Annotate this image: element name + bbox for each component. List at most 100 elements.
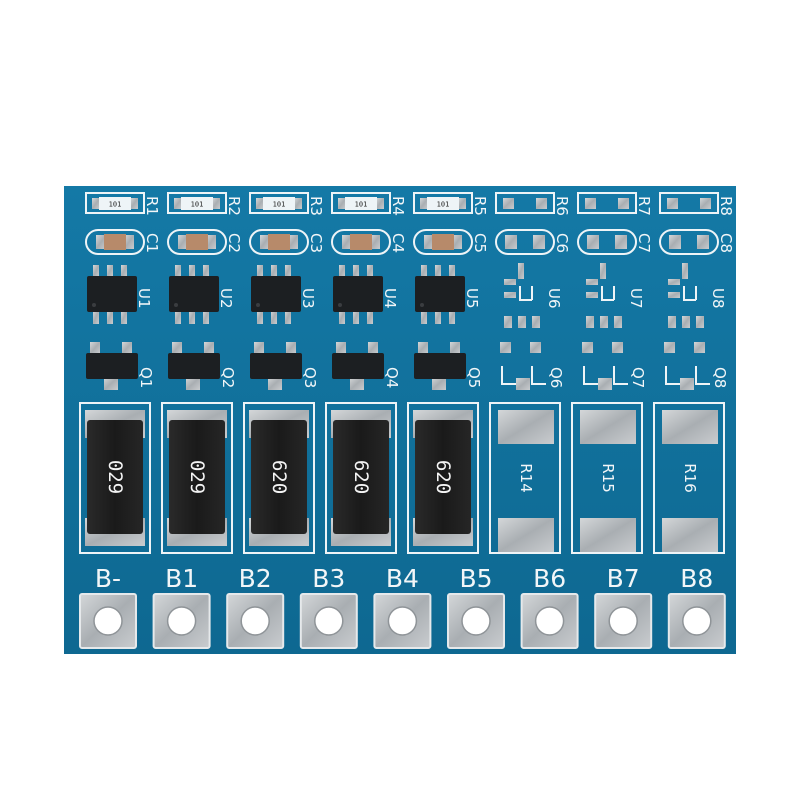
terminal-hole (682, 607, 711, 635)
resistor-pad (174, 198, 182, 209)
mosfet-pin (186, 377, 200, 390)
resistor-ref: R2 (225, 196, 243, 216)
ic-pin (93, 310, 99, 324)
ic-outline (683, 286, 696, 301)
mosfet-pin (350, 377, 364, 390)
terminal-pad-rim (226, 593, 285, 649)
shunt-outline (489, 402, 561, 554)
ic-ref: U3 (299, 288, 317, 309)
resistor-pad (700, 198, 711, 209)
ic-pad (504, 316, 512, 328)
resistor-outline (167, 192, 227, 214)
shunt-body (87, 420, 143, 534)
capacitor-pad (697, 235, 709, 249)
resistor-code: 101 (109, 201, 122, 209)
capacitor-pad (96, 235, 106, 249)
resistor-code: 101 (191, 201, 204, 209)
ic-pin (203, 265, 209, 277)
ic-pad (504, 292, 516, 298)
terminal-hole-rim (461, 606, 491, 636)
mosfet-ref: Q4 (383, 367, 401, 388)
mosfet-pad (500, 342, 511, 353)
ic-pin (189, 265, 195, 277)
shunt-outline (79, 402, 151, 554)
terminal-hole (462, 607, 490, 635)
terminal-label: B1 (165, 564, 198, 593)
ic-pin1-dot (174, 303, 178, 307)
terminal-label: B4 (386, 564, 419, 593)
capacitor-ref: C4 (389, 233, 407, 253)
mosfet-pin (254, 342, 264, 354)
shunt-value: 620 (432, 460, 454, 494)
ic-outline (519, 286, 532, 301)
resistor-body (181, 197, 213, 210)
capacitor-outline (577, 229, 637, 255)
ic-body (415, 276, 465, 312)
resistor-pad (458, 198, 466, 209)
ic-pin1-dot (92, 303, 96, 307)
shunt-ref: R15 (599, 463, 617, 493)
terminal-label: B2 (239, 564, 272, 593)
terminal-2: B2 (226, 564, 285, 649)
resistor-pad (256, 198, 264, 209)
ic-pad (600, 316, 608, 328)
terminal-label: B3 (312, 564, 345, 593)
terminal-hole (94, 607, 122, 635)
mosfet-body (168, 353, 220, 379)
ic-pin (271, 310, 277, 324)
capacitor-outline (167, 229, 227, 255)
mosfet-ref: Q5 (465, 367, 483, 388)
ic-pad (518, 263, 524, 279)
ic-pin (285, 265, 291, 277)
ic-pin (449, 310, 455, 324)
terminal-7: B7 (594, 564, 653, 649)
capacitor-pad (533, 235, 545, 249)
ic-pad (682, 263, 688, 279)
ic-pin (449, 265, 455, 277)
capacitor-body (432, 234, 454, 250)
ic-body (333, 276, 383, 312)
mosfet-pad (694, 342, 705, 353)
resistor-pad (536, 198, 547, 209)
ic-pin (107, 310, 113, 324)
resistor-body (427, 197, 459, 210)
terminal-3: B3 (299, 564, 358, 649)
resistor-body (263, 197, 295, 210)
capacitor-body (350, 234, 372, 250)
mosfet-pin (286, 342, 296, 354)
capacitor-pad (452, 235, 462, 249)
resistor-ref: R1 (143, 196, 161, 216)
mosfet-pad (664, 342, 675, 353)
mosfet-pin (204, 342, 214, 354)
terminal-label: B6 (533, 564, 566, 593)
mosfet-pin (268, 377, 282, 390)
terminal-6: B6 (520, 564, 579, 649)
terminal-label: B7 (607, 564, 640, 593)
shunt-body (333, 420, 389, 534)
ic-pin (121, 310, 127, 324)
terminal-hole-rim (93, 606, 123, 636)
resistor-ref: R5 (471, 196, 489, 216)
resistor-code: 101 (273, 201, 286, 209)
mosfet-body (414, 353, 466, 379)
mosfet-pad (680, 378, 694, 390)
ic-pin (339, 265, 345, 277)
mosfet-pin (368, 342, 378, 354)
resistor-ref: R7 (635, 196, 653, 216)
terminal-hole-rim (166, 606, 197, 636)
capacitor-ref: C1 (143, 233, 161, 253)
terminal-hole-rim (534, 606, 565, 636)
mosfet-pin (104, 377, 118, 390)
capacitor-ref: C2 (225, 233, 243, 253)
shunt-outline (325, 402, 397, 554)
capacitor-ref: C3 (307, 233, 325, 253)
mosfet-outline (695, 366, 710, 385)
terminal-0: B- (79, 564, 137, 649)
capacitor-outline (659, 229, 719, 255)
mosfet-pin (122, 342, 132, 354)
ic-pin (257, 265, 263, 277)
